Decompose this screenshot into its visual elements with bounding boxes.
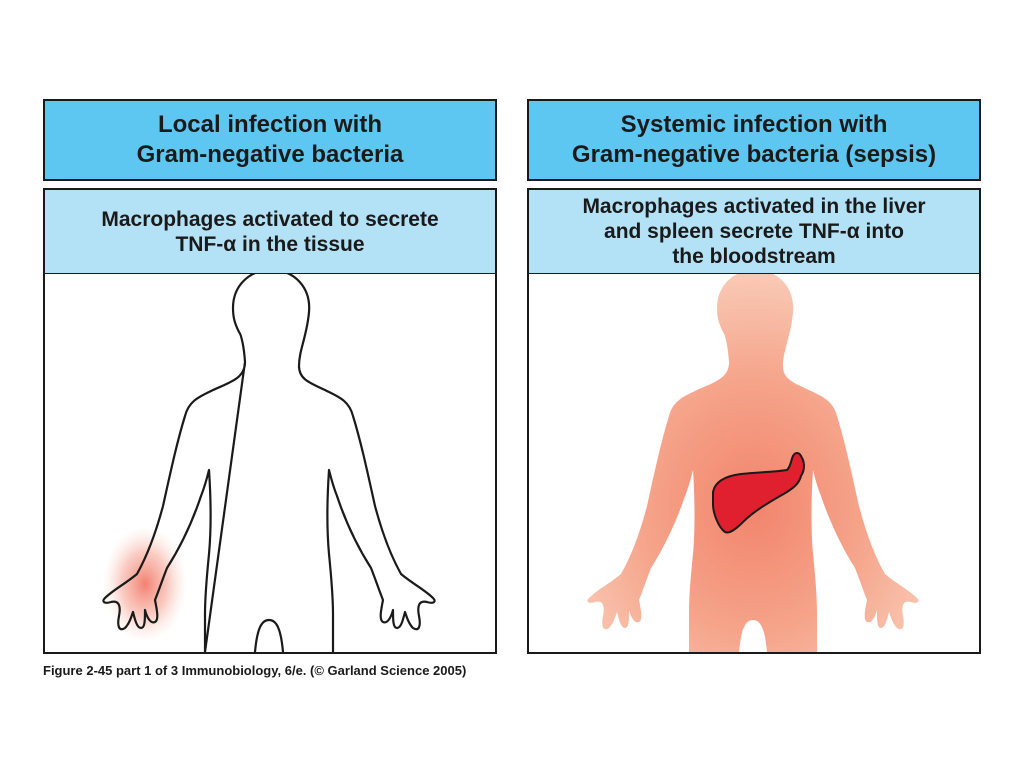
systemic-header-line-1: Systemic infection with	[620, 111, 888, 138]
local-infection-header: Local infection with Gram-negative bacte…	[43, 99, 497, 181]
systemic-body-illustration	[527, 274, 981, 654]
systemic-infection-panel: Systemic infection with Gram-negative ba…	[527, 99, 981, 654]
local-body-outline	[102, 274, 436, 652]
local-infection-description: Macrophages activated to secrete TNF-α i…	[43, 188, 497, 274]
local-desc-line-2: TNF-α in the tissue	[175, 232, 365, 256]
systemic-desc-line-2: and spleen secrete TNF-α into	[604, 220, 904, 243]
systemic-header-line-2: Gram-negative bacteria (sepsis)	[571, 141, 937, 168]
local-desc-line-1: Macrophages activated to secrete	[101, 207, 439, 231]
liver-organ	[712, 452, 805, 534]
local-infection-panel: Local infection with Gram-negative bacte…	[43, 99, 497, 654]
local-inflammation-spot	[103, 526, 187, 642]
systemic-infection-description: Macrophages activated in the liver and s…	[527, 188, 981, 274]
local-human-silhouette	[102, 274, 436, 652]
systemic-body-shape	[587, 274, 919, 652]
local-body-illustration	[43, 274, 497, 654]
systemic-desc-line-3: the bloodstream	[672, 245, 836, 268]
figure-caption: Figure 2-45 part 1 of 3 Immunobiology, 6…	[43, 663, 467, 678]
local-leg-gap	[253, 618, 285, 652]
local-header-line-2: Gram-negative bacteria	[136, 141, 404, 168]
systemic-infection-header: Systemic infection with Gram-negative ba…	[527, 99, 981, 181]
systemic-desc-line-1: Macrophages activated in the liver	[582, 195, 926, 218]
local-header-line-1: Local infection with	[157, 111, 382, 138]
systemic-human-silhouette	[587, 274, 919, 652]
